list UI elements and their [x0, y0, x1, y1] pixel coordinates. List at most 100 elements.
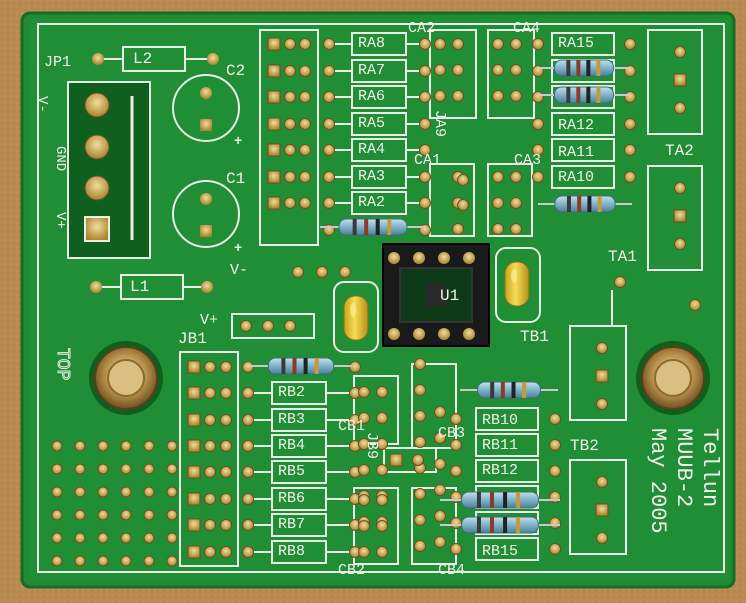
connector-pad [674, 46, 686, 58]
resistor-rb1-installed [250, 357, 352, 375]
capacitor-pad [414, 436, 426, 448]
rb-right-pad-left [450, 543, 462, 555]
capacitor-pad [376, 520, 388, 532]
capacitor-pad [434, 510, 446, 522]
mounting-bolt-right [636, 341, 710, 415]
v-plus-pad [262, 320, 274, 332]
ra-header-outline [259, 29, 319, 246]
label-ra8: RA8 [358, 35, 386, 52]
ra-header-pad [299, 91, 311, 103]
capacitor-pad [358, 546, 370, 558]
label-jb9: JB9 [363, 432, 380, 460]
capacitor-pad [452, 38, 464, 50]
label-l1: L1 [130, 278, 150, 296]
rb-header-outline [179, 351, 239, 567]
capacitor-pad [376, 386, 388, 398]
rb-right-pad-right [549, 439, 561, 451]
rb-resistor-pad-left [242, 440, 254, 452]
label-ra5: RA5 [358, 115, 386, 132]
capacitor-pad [414, 540, 426, 552]
cap-right-outline [495, 247, 541, 323]
rb-header-pad [204, 414, 216, 426]
jb9-pad [389, 453, 403, 467]
label-c1: C1 [226, 170, 246, 188]
capacitor-pad [434, 458, 446, 470]
label-tb2: TB2 [570, 437, 599, 455]
connector-pad [595, 369, 609, 383]
ra-right-outline [551, 112, 615, 136]
label-ra11: RA11 [558, 144, 595, 161]
label-ra7: RA7 [358, 62, 386, 79]
ra-resistor-pad-right [419, 118, 431, 130]
l2-pad-right [207, 53, 219, 65]
ra-resistor-pad-left [323, 171, 335, 183]
rb-header-pad [187, 492, 201, 506]
capacitor-pad [492, 38, 504, 50]
capacitor-pad [510, 197, 522, 209]
capacitor-outline [487, 163, 533, 237]
capacitor-pad [414, 358, 426, 370]
rb-header-pad [220, 414, 232, 426]
connector-outline [569, 325, 627, 421]
rb-header-pad [187, 386, 201, 400]
ra-header-pad [299, 118, 311, 130]
resistor-rb9-installed [460, 381, 558, 399]
label-ra10: RA10 [558, 169, 595, 186]
rb-header-pad [204, 493, 216, 505]
v-minus-pad [316, 266, 328, 278]
ja9-pad [457, 174, 469, 186]
capacitor-pad [414, 410, 426, 422]
label-rb7: RB7 [278, 516, 306, 533]
rb-header-pad [220, 519, 232, 531]
ra-header-pad [284, 65, 296, 77]
rb-header-pad [187, 545, 201, 559]
rb-header-pad [187, 439, 201, 453]
ra-header-pad [267, 196, 281, 210]
rb-resistor-pad-left [242, 466, 254, 478]
c2-outline [172, 74, 240, 142]
rb-right-outline [475, 459, 539, 483]
terminal-label-v-minus: V- [34, 96, 50, 113]
credit-line-1: Tellun [697, 428, 722, 508]
capacitor-pad [434, 406, 446, 418]
ra-header-pad [299, 144, 311, 156]
label-ca1: CA1 [414, 152, 442, 169]
capacitor-pad [510, 90, 522, 102]
prototyping-pad-grid [51, 440, 178, 567]
rb-header-pad [187, 360, 201, 374]
capacitor-pad [434, 536, 446, 548]
ra-right-pad-right [624, 38, 636, 50]
capacitor-pad [434, 90, 446, 102]
ra-header-pad [299, 171, 311, 183]
jb9-pad [412, 454, 424, 466]
rb-header-pad [187, 413, 201, 427]
rb-header-pad [220, 546, 232, 558]
label-tb1: TB1 [520, 328, 549, 346]
capacitor-pad [510, 223, 522, 235]
board-outline-silk [37, 23, 725, 573]
capacitor-pad [414, 384, 426, 396]
ra-resistor-pad-right [419, 91, 431, 103]
ra-right-outline [551, 85, 615, 109]
ra-resistor-pad-left [323, 144, 335, 156]
resistor-ra10-installed [538, 195, 632, 213]
connector-pad [596, 342, 608, 354]
ra-header-pad [267, 64, 281, 78]
connector-pad [674, 238, 686, 250]
capacitor-pad [452, 90, 464, 102]
label-l2: L2 [133, 50, 153, 68]
ra-header-pad [267, 117, 281, 131]
label-v-minus: V- [230, 262, 249, 279]
ra-header-pad [267, 170, 281, 184]
capacitor-pad [358, 494, 370, 506]
label-rb12: RB12 [482, 462, 519, 479]
rb-resistor-pad-left [242, 493, 254, 505]
label-ca2: CA2 [408, 20, 436, 37]
capacitor-pad [452, 223, 464, 235]
label-ta1: TA1 [608, 248, 637, 266]
rb-header-pad [204, 466, 216, 478]
label-rb8: RB8 [278, 543, 306, 560]
label-ra12: RA12 [558, 117, 595, 134]
capacitor-pad [434, 484, 446, 496]
